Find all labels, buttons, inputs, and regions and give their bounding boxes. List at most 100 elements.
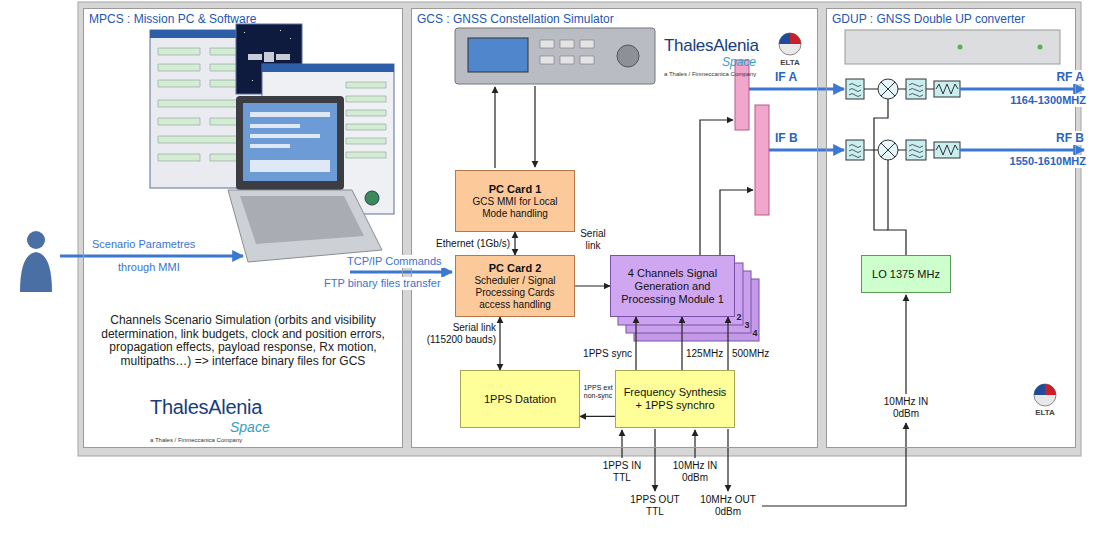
box-text: GCS MMI for Local Mode handling (460, 196, 570, 220)
laptop-bezel (236, 96, 344, 190)
filter-symbol (909, 84, 923, 97)
command-arrow (350, 271, 452, 274)
logo-text: ELTA (1035, 408, 1055, 417)
mixer-symbol (878, 140, 898, 160)
input-arrow (60, 255, 243, 258)
panel-description: Channels Scenario Simulation (orbits and… (93, 314, 393, 368)
mixer-cross (881, 143, 895, 157)
laptop-screen (243, 103, 337, 181)
rf-wire (864, 150, 878, 151)
logo-text: ThalesAlenia (664, 36, 759, 55)
signal-label: Scenario Parametres (92, 238, 195, 251)
simulator-knob (617, 45, 639, 67)
signal-wire (694, 430, 695, 458)
attenuator-symbol (936, 145, 958, 155)
frequency-range: 1164-1300MHZ (1008, 94, 1088, 107)
oscillator-box: LO 1375 MHz (861, 255, 951, 293)
laptop-base (228, 190, 382, 262)
screen-content (250, 112, 330, 172)
connector (727, 317, 728, 370)
signal-wire (762, 423, 906, 506)
card-number: 3 (744, 320, 749, 330)
box-title: PC Card 1 (489, 183, 542, 196)
connector-label: 1PPS sync (583, 348, 632, 360)
panel-ground (411, 8, 818, 448)
window-titlebar (262, 64, 394, 72)
module-output (700, 120, 733, 255)
signal-label: FTP binary files transfer (322, 277, 443, 290)
panel-ground (826, 8, 1076, 448)
signal-name: RF A (1054, 70, 1086, 84)
logo-text: ThalesAlenia (150, 396, 262, 418)
attenuator (934, 81, 960, 97)
box-text: 1PPS Datation (484, 393, 556, 406)
mixer-symbol (878, 79, 898, 99)
rf-arrow (960, 88, 1084, 91)
connector (499, 317, 500, 370)
connector-label: Ethernet (1Gb/s) (436, 238, 510, 250)
box-text: LO 1375 MHz (872, 268, 940, 281)
rf-wire (864, 89, 878, 90)
module-output (720, 190, 753, 255)
rf-wire (898, 150, 906, 151)
if-arrow (769, 149, 844, 152)
port-label: 10MHz IN 0dBm (874, 396, 938, 420)
filter-symbol (849, 145, 861, 158)
lowpass-filter (846, 79, 864, 99)
filter-symbol (909, 145, 923, 158)
connector (635, 317, 636, 370)
mmi-arrow (534, 86, 535, 167)
converter-led (1038, 45, 1043, 50)
logo-text: Space (722, 55, 756, 69)
elta-logo-part (779, 33, 790, 44)
filter-symbol (849, 84, 861, 97)
mmi-arrow (494, 87, 495, 168)
converter-led (958, 45, 963, 50)
logo-text: ELTA (780, 58, 800, 67)
connector-label: Serial link (576, 228, 610, 252)
port-label: 10MHz OUT 0dBm (697, 494, 759, 518)
globe-icon (365, 191, 379, 205)
panel-heading: GCS : GNSS Constellation Simulator (417, 12, 614, 26)
box-title: PC Card 2 (489, 262, 542, 275)
signal-wire (905, 295, 906, 394)
signal-label: through MMI (118, 261, 180, 274)
rf-wire (926, 89, 934, 90)
card-number: 4 (752, 328, 757, 338)
card-box: PC Card 2Scheduler / Signal Processing C… (455, 255, 575, 317)
signal-label: TCP/IP Commands (345, 255, 444, 268)
user-head (27, 231, 45, 249)
system-panel: GDUP : GNSS Double UP converter LO 1375 M… (826, 8, 1076, 448)
system-panel: MPCS : Mission PC & SoftwareChannels Sce… (83, 8, 403, 448)
connector (575, 285, 610, 286)
elta-logo (779, 33, 801, 55)
user-body (20, 252, 52, 292)
panel-ground (83, 8, 403, 448)
lo-wire (888, 160, 906, 255)
window-fields (346, 82, 386, 158)
attenuator (934, 142, 960, 158)
connector-label: 500MHz (732, 348, 769, 360)
logo-tagline: a Thales / Finmeccanica Company (664, 71, 756, 78)
panel-heading: GDUP : GNSS Double UP converter (832, 12, 1025, 26)
rf-wire (898, 89, 906, 90)
connector (681, 317, 682, 370)
connector-label: 125MHz (686, 348, 723, 360)
lowpass-filter (846, 140, 864, 160)
rf-arrow (960, 149, 1084, 152)
mixer-cross (881, 82, 895, 96)
elta-logo-part (1034, 384, 1045, 395)
frequency-range: 1550-1610MHZ (1008, 155, 1088, 168)
satellite-icon (248, 52, 290, 62)
connector (580, 416, 615, 417)
signal-name: IF B (775, 131, 798, 145)
connector (514, 232, 515, 255)
laptop-keyboard (240, 196, 364, 244)
connector-label: 1PPS ext non-sync (581, 384, 615, 400)
card-box: PC Card 1GCS MMI for Local Mode handling (455, 170, 575, 232)
simulator-buttons (540, 40, 594, 64)
elta-logo-part (1045, 384, 1056, 395)
system-panel: GCS : GNSS Constellation Simulator PC Car… (411, 8, 818, 448)
elta-logo-part (790, 33, 801, 44)
process-box: Frequency Synthesis + 1PPS synchro (615, 370, 735, 428)
